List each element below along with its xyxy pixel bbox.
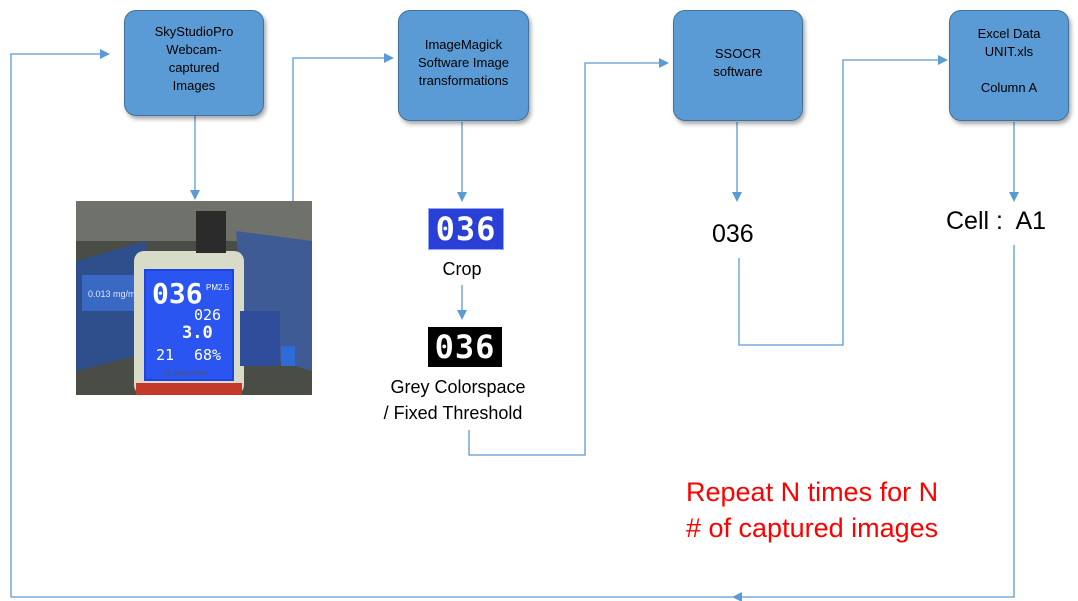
arrow-threshold-to-ssocr	[468, 58, 669, 456]
box-line: Images	[172, 78, 216, 93]
crop-label: Crop	[442, 259, 482, 279]
loop-return-line	[10, 49, 734, 598]
photo-humidity: 68%	[194, 346, 222, 364]
box-line: transformations	[418, 73, 509, 88]
photo-temp: 21	[156, 346, 175, 364]
crop-sample: 036	[428, 208, 504, 250]
photo-row2: 026	[194, 306, 222, 324]
webcam-photo: 0.013 mg/m 036 PM2.5 026 3.0 21 68% Air …	[76, 201, 312, 395]
photo-main-reading: 036	[152, 277, 203, 310]
box-line: Excel Data	[977, 26, 1041, 41]
box-line: software	[713, 64, 763, 79]
photo-device-label: Air Quality Meter	[164, 371, 209, 377]
threshold-label-line2: / Fixed Threshold	[383, 403, 523, 423]
box-line: Software Image	[417, 55, 510, 70]
skystudiopro-box: SkyStudioPro Webcam- captured Images	[124, 10, 264, 116]
imagemagick-box: ImageMagick Software Image transformatio…	[398, 10, 529, 121]
excel-cell-label: Cell : A1	[946, 207, 1047, 235]
repeat-note-line2: # of captured images	[686, 513, 939, 543]
meter-photo-art	[76, 201, 312, 395]
box-line: Column A	[980, 80, 1038, 95]
box-line: SSOCR	[714, 46, 762, 61]
threshold-sample: 036	[428, 327, 502, 367]
ssocr-box: SSOCR software	[673, 10, 803, 121]
ocr-result: 036	[712, 220, 754, 248]
threshold-label-line1: Grey Colorspace	[390, 377, 526, 397]
photo-voc: 3.0	[182, 323, 213, 343]
box-line: captured	[168, 60, 220, 75]
excel-box: Excel Data UNIT.xls Column A	[949, 10, 1069, 121]
arrow-result-to-excel	[738, 55, 948, 346]
box-line: UNIT.xls	[984, 44, 1034, 59]
box-line: ImageMagick	[424, 37, 503, 52]
box-line: Webcam-	[166, 42, 222, 57]
loop-back-line	[732, 245, 1015, 601]
repeat-note-line1: Repeat N times for N	[686, 477, 939, 507]
photo-screen-text: 0.013 mg/m	[88, 289, 136, 299]
photo-unit: PM2.5	[206, 283, 230, 292]
arrow-photo-to-magick	[292, 53, 394, 201]
box-line: SkyStudioPro	[154, 24, 234, 39]
